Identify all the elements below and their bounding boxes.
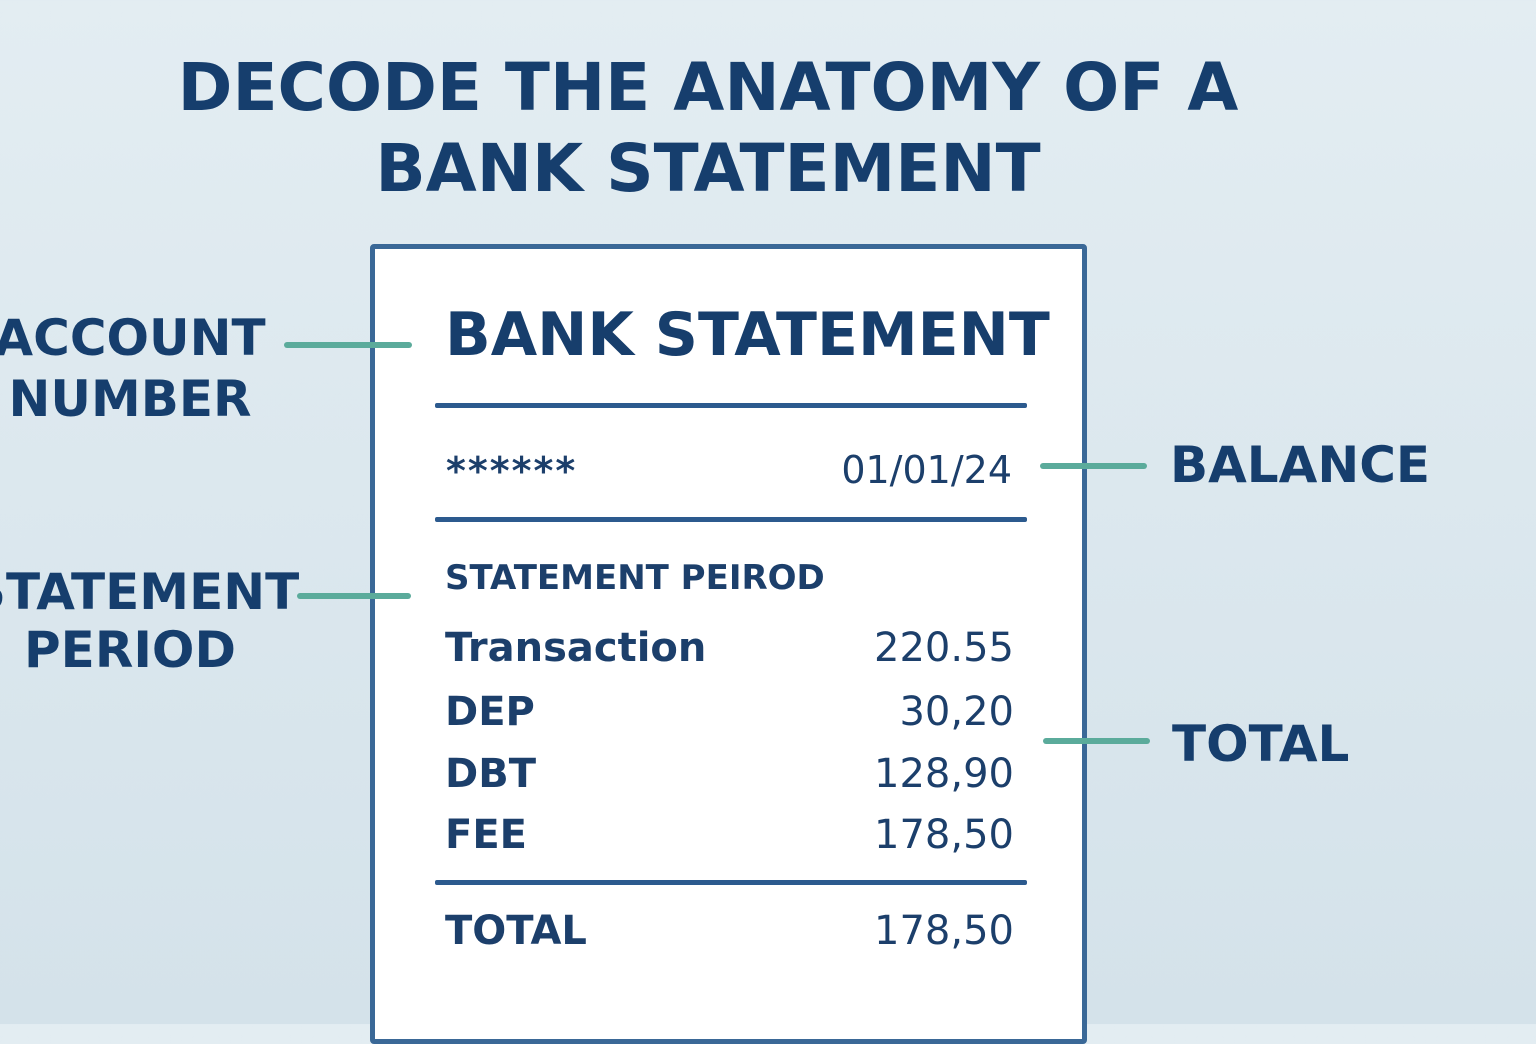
callout-account-number-line-1: ACCOUNT	[0, 309, 266, 367]
statement-heading: BANK STATEMENT	[445, 300, 1050, 370]
statement-period-label: STATEMENT PEIROD	[445, 558, 825, 598]
divider-middle	[435, 517, 1027, 522]
row-value-dbt: 128,90	[874, 751, 1014, 797]
row-label-dbt: DBT	[445, 751, 536, 797]
row-label-transaction: Transaction	[445, 625, 707, 671]
callout-total: TOTAL	[1172, 715, 1350, 773]
total-value: 178,50	[874, 908, 1014, 954]
divider-top	[435, 403, 1027, 408]
divider-bottom	[435, 880, 1027, 885]
page-title-line-1: DECODE THE ANATOMY OF A	[177, 49, 1239, 126]
account-number-mask: ******	[446, 449, 578, 493]
callout-statement-period-line-1: STATEMENT	[0, 563, 300, 621]
row-value-fee: 178,50	[874, 812, 1014, 858]
callout-balance: BALANCE	[1170, 436, 1431, 494]
connector-balance	[1040, 463, 1147, 469]
connector-account-number	[284, 342, 412, 348]
statement-date: 01/01/24	[841, 448, 1012, 492]
connector-statement-period	[297, 593, 411, 599]
page-title-line-2: BANK STATEMENT	[375, 130, 1041, 207]
callout-statement-period-line-2: PERIOD	[24, 621, 236, 679]
row-value-dep: 30,20	[899, 689, 1014, 735]
bank-statement-card	[370, 244, 1087, 1044]
row-label-fee: FEE	[445, 812, 527, 858]
row-label-dep: DEP	[445, 689, 535, 735]
row-value-transaction: 220.55	[874, 625, 1014, 671]
total-label: TOTAL	[445, 908, 587, 954]
callout-account-number-line-2: NUMBER	[8, 370, 252, 428]
connector-total	[1043, 738, 1150, 744]
